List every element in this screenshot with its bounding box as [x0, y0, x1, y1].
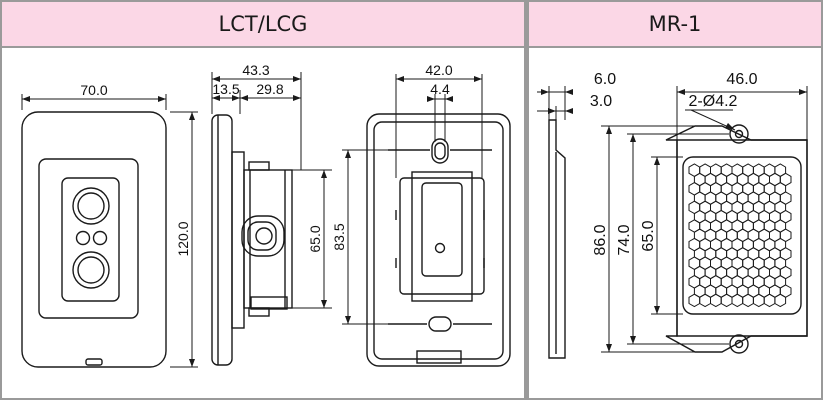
hex-cell — [699, 293, 711, 308]
receiver-lens — [72, 251, 110, 289]
mr1-bottom-hole — [729, 334, 749, 354]
hex-cell — [720, 293, 733, 308]
lct-drawing: 70.0 120.0 43.3 13.5 29.8 65.0 42.0 4.4 … — [21, 62, 511, 368]
hex-cell — [774, 293, 787, 308]
dim-back-width: 42.0 — [425, 62, 452, 78]
side-knob — [241, 215, 285, 257]
dim-front-height: 120.0 — [175, 221, 191, 256]
dim-mr1-height-total: 86.0 — [592, 224, 609, 255]
emitter-lens — [72, 187, 110, 225]
dim-mr1-height-pitch: 74.0 — [616, 224, 633, 255]
dim-side-total: 43.3 — [242, 62, 269, 78]
indicator-led — [92, 230, 108, 246]
mr1-hexagon-pattern — [688, 163, 792, 308]
mr1-side-profile — [548, 119, 566, 359]
dim-back-slot: 4.4 — [430, 81, 450, 97]
mr1-panel: MR-1 — [529, 2, 821, 398]
mr1-panel-title: MR-1 — [529, 2, 821, 48]
dim-mr1-holes: 2-Ø4.2 — [689, 93, 738, 110]
dim-side-a: 13.5 — [212, 81, 239, 97]
hex-cell — [688, 293, 701, 308]
back-top-slot — [431, 138, 449, 164]
lct-panel: LCT/LCG — [2, 2, 524, 398]
back-plate — [366, 113, 511, 367]
dim-mr1-width: 46.0 — [726, 71, 757, 88]
hex-cell — [742, 293, 754, 308]
hex-cell — [710, 293, 722, 308]
dim-front-width: 70.0 — [80, 82, 107, 98]
back-bottom-slot — [428, 316, 452, 332]
hex-cell — [752, 293, 765, 308]
mr1-top-hole — [729, 124, 749, 144]
dim-thickness-b: 3.0 — [590, 93, 612, 110]
front-outer-plate — [21, 111, 167, 368]
back-screw-hole — [434, 242, 446, 254]
front-inner-frame — [38, 158, 139, 319]
dim-side-height: 65.0 — [307, 225, 323, 252]
hex-cell — [731, 293, 744, 308]
mr1-reflector-area — [682, 156, 802, 315]
dim-side-b: 29.8 — [256, 81, 283, 97]
indicator-led — [75, 230, 91, 246]
dim-thickness-a: 6.0 — [594, 71, 616, 88]
dim-mr1-height-reflector: 65.0 — [640, 220, 657, 251]
lct-panel-title: LCT/LCG — [2, 2, 524, 48]
front-lens-housing — [61, 177, 120, 302]
dim-back-height: 83.5 — [331, 223, 347, 250]
mr1-drawing: 6.0 3.0 46.0 2-Ø4.2 86.0 74.0 65.0 — [537, 71, 808, 359]
side-plate — [211, 114, 233, 366]
back-housing — [411, 171, 473, 302]
hex-cell — [763, 293, 776, 308]
